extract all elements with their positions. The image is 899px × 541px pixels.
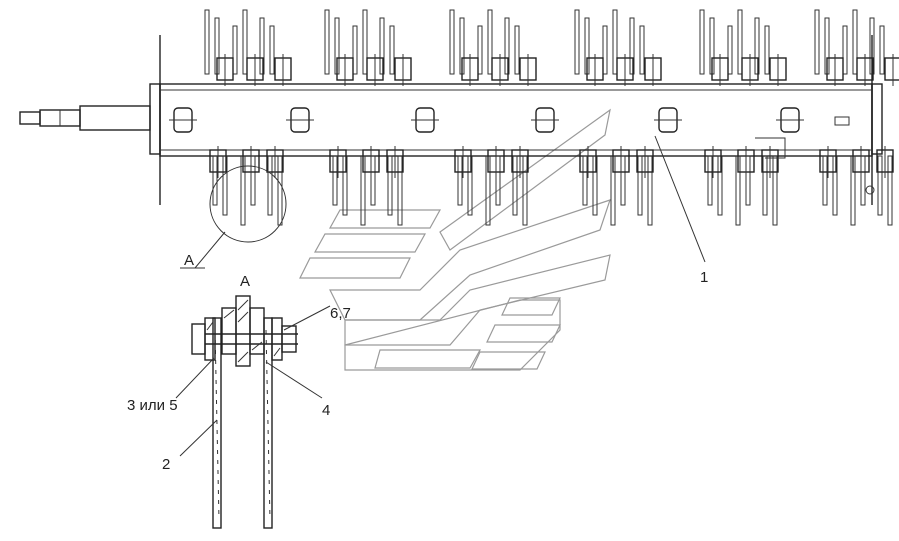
knife-group xyxy=(449,9,537,226)
grease-nipple-icon xyxy=(865,185,875,195)
knife-blade xyxy=(612,9,618,75)
knife-group xyxy=(324,9,412,226)
knife-blade xyxy=(637,155,643,216)
detail-a-view: А xyxy=(191,273,298,529)
knife-group xyxy=(204,9,292,226)
knife-blade xyxy=(877,155,883,216)
knife-blade xyxy=(620,155,626,206)
knife-blade xyxy=(370,155,376,206)
knife-blade xyxy=(222,155,228,216)
leader-part-3-or-5 xyxy=(175,357,215,399)
watermark-logo-icon xyxy=(299,108,611,371)
knife-blade xyxy=(212,155,218,206)
knife-groups xyxy=(204,9,899,226)
leader-part-4 xyxy=(265,361,323,399)
knife-blade xyxy=(879,25,885,75)
knife-blade xyxy=(242,9,248,75)
knife-blade xyxy=(487,9,493,75)
knife-blade xyxy=(592,155,598,216)
slot-detail xyxy=(834,116,850,126)
knife-group xyxy=(574,9,662,226)
knife-blade xyxy=(842,25,848,75)
knife-blade xyxy=(727,25,733,75)
knife-blade xyxy=(449,9,455,75)
leader-part-1 xyxy=(654,135,706,263)
drum-bolts xyxy=(169,107,804,133)
knife-blade xyxy=(745,155,751,206)
part-2-label: 2 xyxy=(162,456,170,473)
knife-blade xyxy=(764,25,770,75)
knife-blade xyxy=(324,9,330,75)
knife-blade xyxy=(232,25,238,75)
knife-blade xyxy=(379,17,385,75)
knife-blade xyxy=(504,17,510,75)
knife-blade xyxy=(269,25,275,75)
knife-blade xyxy=(869,17,875,75)
bracket-detail xyxy=(755,137,786,159)
right-end-plate xyxy=(871,83,883,155)
knife-blade xyxy=(457,155,463,206)
knife-blade xyxy=(477,25,483,75)
bolt-head xyxy=(884,57,899,81)
knife-blade xyxy=(512,155,518,216)
leader-part-2 xyxy=(179,419,218,457)
knife-blade xyxy=(814,9,820,75)
knife-blade xyxy=(332,155,338,206)
knife-group xyxy=(699,9,787,226)
knife-blade xyxy=(259,17,265,75)
knife-blade xyxy=(699,9,705,75)
part-3-or-5-label: 3 или 5 xyxy=(127,397,178,414)
part-1-label: 1 xyxy=(700,269,708,286)
knife-blade xyxy=(887,155,893,226)
knife-blade xyxy=(389,25,395,75)
part-4-label: 4 xyxy=(322,402,330,419)
knife-blade xyxy=(639,25,645,75)
knife-blade xyxy=(647,155,653,226)
knife-blade xyxy=(362,9,368,75)
detail-a-callout-label: А xyxy=(184,252,194,269)
left-end-plate xyxy=(149,83,161,155)
knife-blade xyxy=(495,155,501,206)
knife-blade xyxy=(204,9,210,75)
knife-blade xyxy=(737,9,743,75)
knife-blade xyxy=(352,25,358,75)
knife-blade xyxy=(467,155,473,216)
knife-group xyxy=(814,9,899,226)
knife-blade xyxy=(514,25,520,75)
knife-blade xyxy=(522,155,528,226)
knife-blade xyxy=(707,155,713,206)
drive-shaft xyxy=(19,105,151,131)
knife-blade xyxy=(717,155,723,216)
knife-blade xyxy=(754,17,760,75)
knife-blade xyxy=(762,155,768,216)
leader-part-6-7 xyxy=(283,305,331,331)
knife-blade xyxy=(267,155,273,216)
detail-a-callout-circle xyxy=(209,165,287,243)
knife-blade xyxy=(250,155,256,206)
knife-blade xyxy=(582,155,588,206)
knife-blade xyxy=(852,9,858,75)
knife-blade xyxy=(277,155,283,226)
part-6-7-label: 6,7 xyxy=(330,305,351,322)
knife-blade xyxy=(832,155,838,216)
knife-blade xyxy=(602,25,608,75)
detail-a-title: А xyxy=(240,273,250,290)
knife-blade xyxy=(860,155,866,206)
knife-blade xyxy=(397,155,403,226)
knife-blade xyxy=(822,155,828,206)
knife-blade xyxy=(772,155,778,226)
knife-blade xyxy=(387,155,393,216)
rotor-drum xyxy=(159,83,873,157)
knife-blade xyxy=(629,17,635,75)
knife-blade xyxy=(574,9,580,75)
knife-blade xyxy=(342,155,348,216)
